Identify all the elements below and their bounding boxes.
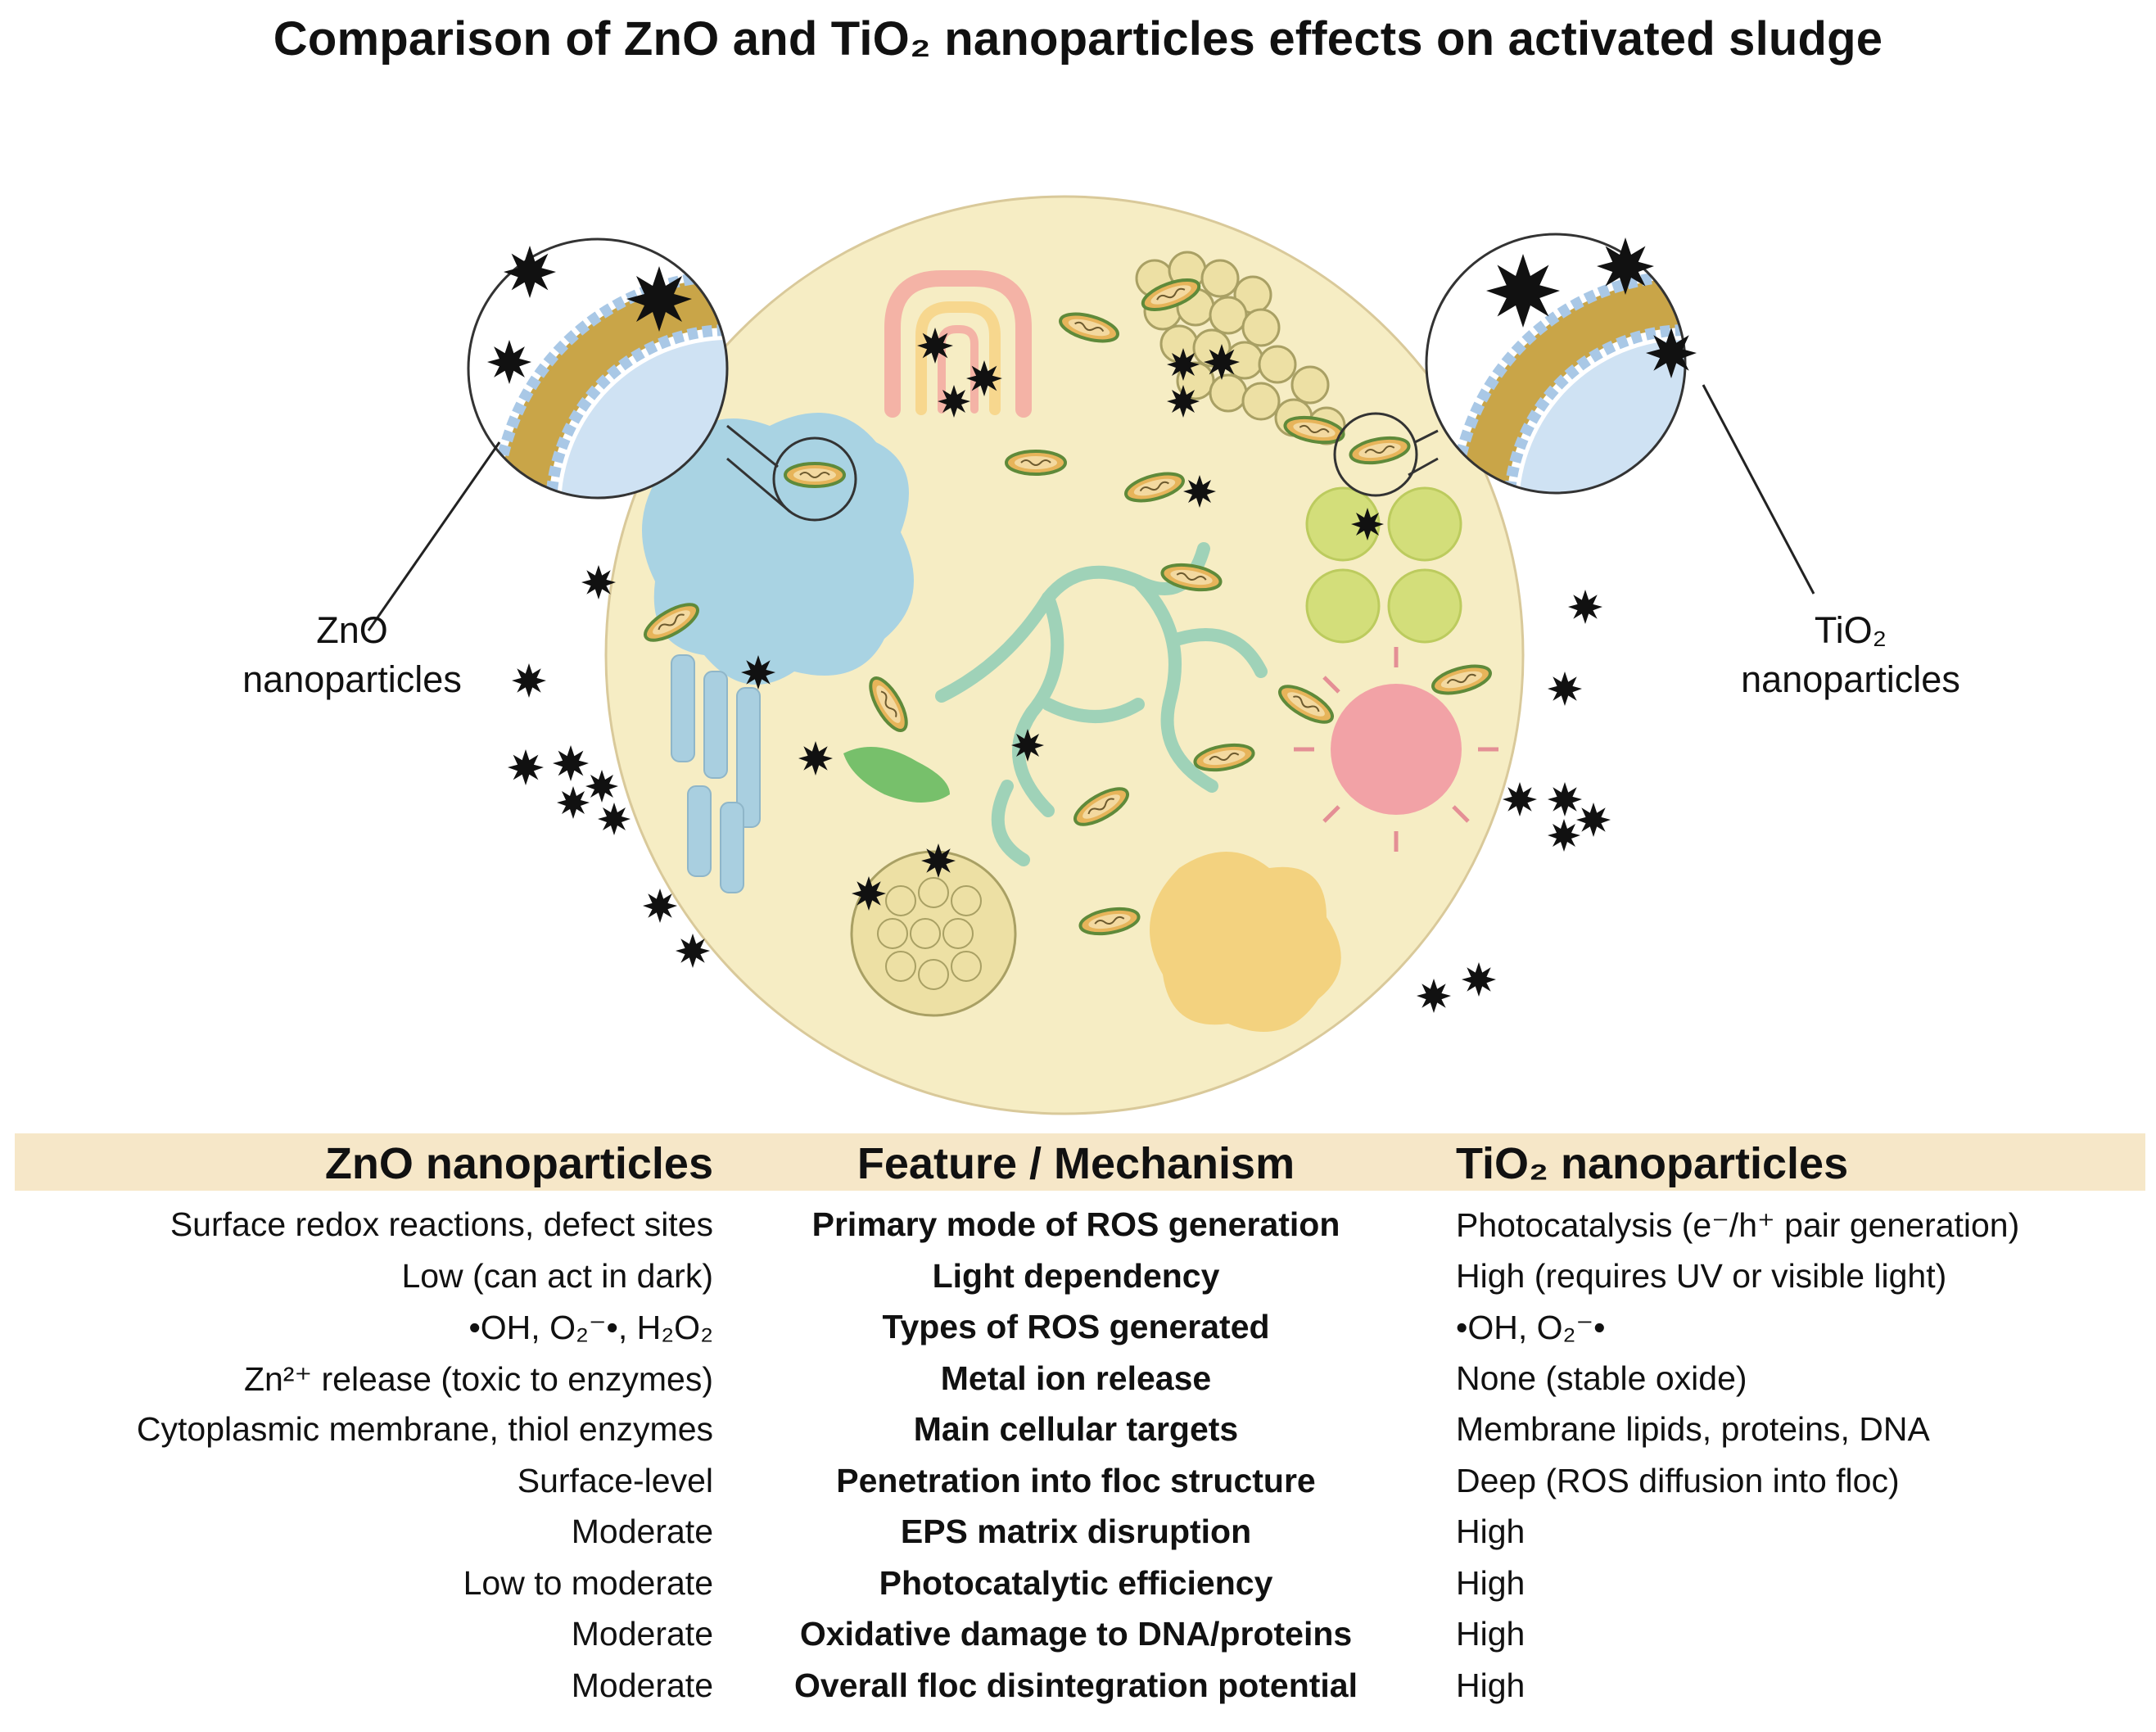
table-row: Cytoplasmic membrane, thiol enzymes Main… bbox=[0, 1410, 2156, 1462]
cell-zno: Moderate bbox=[571, 1666, 713, 1704]
cell-feature: Main cellular targets bbox=[913, 1410, 1239, 1448]
comparison-table: Surface redox reactions, defect sites Pr… bbox=[0, 1205, 2156, 1717]
table-row: Moderate Overall floc disintegration pot… bbox=[0, 1666, 2156, 1718]
table-row: Moderate EPS matrix disruption High bbox=[0, 1513, 2156, 1564]
cell-tio2: High bbox=[1456, 1666, 1525, 1704]
cell-feature: Oxidative damage to DNA/proteins bbox=[799, 1615, 1353, 1653]
table-row: Surface redox reactions, defect sites Pr… bbox=[0, 1205, 2156, 1257]
cell-tio2: •OH, O₂⁻• bbox=[1456, 1309, 1606, 1346]
cell-zno: Surface-level bbox=[517, 1461, 713, 1499]
tio2-label: TiO₂ nanoparticles bbox=[1703, 606, 1998, 704]
cell-zno: Moderate bbox=[571, 1615, 713, 1653]
membrane-inset-right bbox=[1425, 233, 1697, 495]
cell-feature: Overall floc disintegration potential bbox=[794, 1666, 1358, 1704]
branching-filaments bbox=[935, 542, 1268, 866]
cell-tio2: None (stable oxide) bbox=[1456, 1359, 1747, 1397]
cell-feature: Primary mode of ROS generation bbox=[811, 1205, 1340, 1243]
header-zno: ZnO nanoparticles bbox=[324, 1139, 713, 1188]
loupe-right bbox=[1333, 412, 1418, 497]
cell-feature: EPS matrix disruption bbox=[900, 1513, 1252, 1550]
protozoan-blob bbox=[642, 413, 914, 685]
table-header-band bbox=[15, 1133, 2145, 1191]
cell-zno: Surface redox reactions, defect sites bbox=[169, 1205, 713, 1243]
table-row: •OH, O₂⁻•, H₂O₂ Types of ROS generated •… bbox=[0, 1308, 2156, 1359]
tio2-leader-line bbox=[1702, 384, 1815, 595]
cell-tio2: High bbox=[1456, 1513, 1525, 1550]
cell-tio2: High bbox=[1456, 1563, 1525, 1602]
zno-label-line2: nanoparticles bbox=[242, 658, 462, 700]
figure-title: Comparison of ZnO and TiO₂ nanoparticles… bbox=[273, 12, 1883, 66]
cell-zno: Low (can act in dark) bbox=[401, 1256, 713, 1295]
cell-tio2: High bbox=[1456, 1615, 1525, 1653]
cell-tio2: Deep (ROS diffusion into floc) bbox=[1456, 1461, 1900, 1499]
header-tio2: TiO₂ nanoparticles bbox=[1456, 1139, 1849, 1188]
stacked-blocks bbox=[671, 654, 761, 893]
zno-label-line1: ZnO bbox=[316, 609, 388, 651]
cell-zno: •OH, O₂⁻•, H₂O₂ bbox=[468, 1309, 713, 1346]
membrane-inset-left bbox=[467, 237, 729, 500]
cell-tio2: Photocatalysis (e⁻/h⁺ pair generation) bbox=[1456, 1206, 2020, 1244]
table-row: Surface-level Penetration into floc stru… bbox=[0, 1462, 2156, 1513]
table-row: Low (can act in dark) Light dependency H… bbox=[0, 1257, 2156, 1309]
tio2-label-line1: TiO₂ bbox=[1814, 609, 1887, 651]
cell-feature: Types of ROS generated bbox=[882, 1308, 1270, 1345]
cell-tio2: Membrane lipids, proteins, DNA bbox=[1456, 1410, 1930, 1448]
cell-zno: Low to moderate bbox=[463, 1563, 713, 1602]
table-row: Zn²⁺ release (toxic to enzymes) Metal io… bbox=[0, 1359, 2156, 1411]
table-row: Moderate Oxidative damage to DNA/protein… bbox=[0, 1615, 2156, 1666]
zno-leader-line bbox=[367, 441, 501, 631]
tio2-label-line2: nanoparticles bbox=[1741, 658, 1960, 700]
zno-label: ZnO nanoparticles bbox=[213, 606, 491, 704]
cell-zno: Zn²⁺ release (toxic to enzymes) bbox=[243, 1359, 713, 1398]
cell-feature: Penetration into floc structure bbox=[836, 1461, 1316, 1499]
activated-sludge-illustration bbox=[367, 195, 1815, 1115]
cell-feature: Metal ion release bbox=[940, 1359, 1212, 1397]
header-feature: Feature / Mechanism bbox=[857, 1139, 1295, 1188]
cell-feature: Photocatalytic efficiency bbox=[879, 1563, 1273, 1602]
cell-zno: Cytoplasmic membrane, thiol enzymes bbox=[136, 1410, 713, 1448]
green-spheres bbox=[1305, 486, 1462, 644]
cell-zno: Moderate bbox=[571, 1513, 713, 1550]
cell-tio2: High (requires UV or visible light) bbox=[1456, 1256, 1947, 1295]
yellow-blob bbox=[1150, 852, 1341, 1032]
loupe-left bbox=[772, 436, 857, 522]
green-organism bbox=[843, 747, 950, 803]
granular-sphere bbox=[850, 850, 1017, 1017]
cell-feature: Light dependency bbox=[932, 1256, 1220, 1295]
table-row: Low to moderate Photocatalytic efficienc… bbox=[0, 1564, 2156, 1616]
